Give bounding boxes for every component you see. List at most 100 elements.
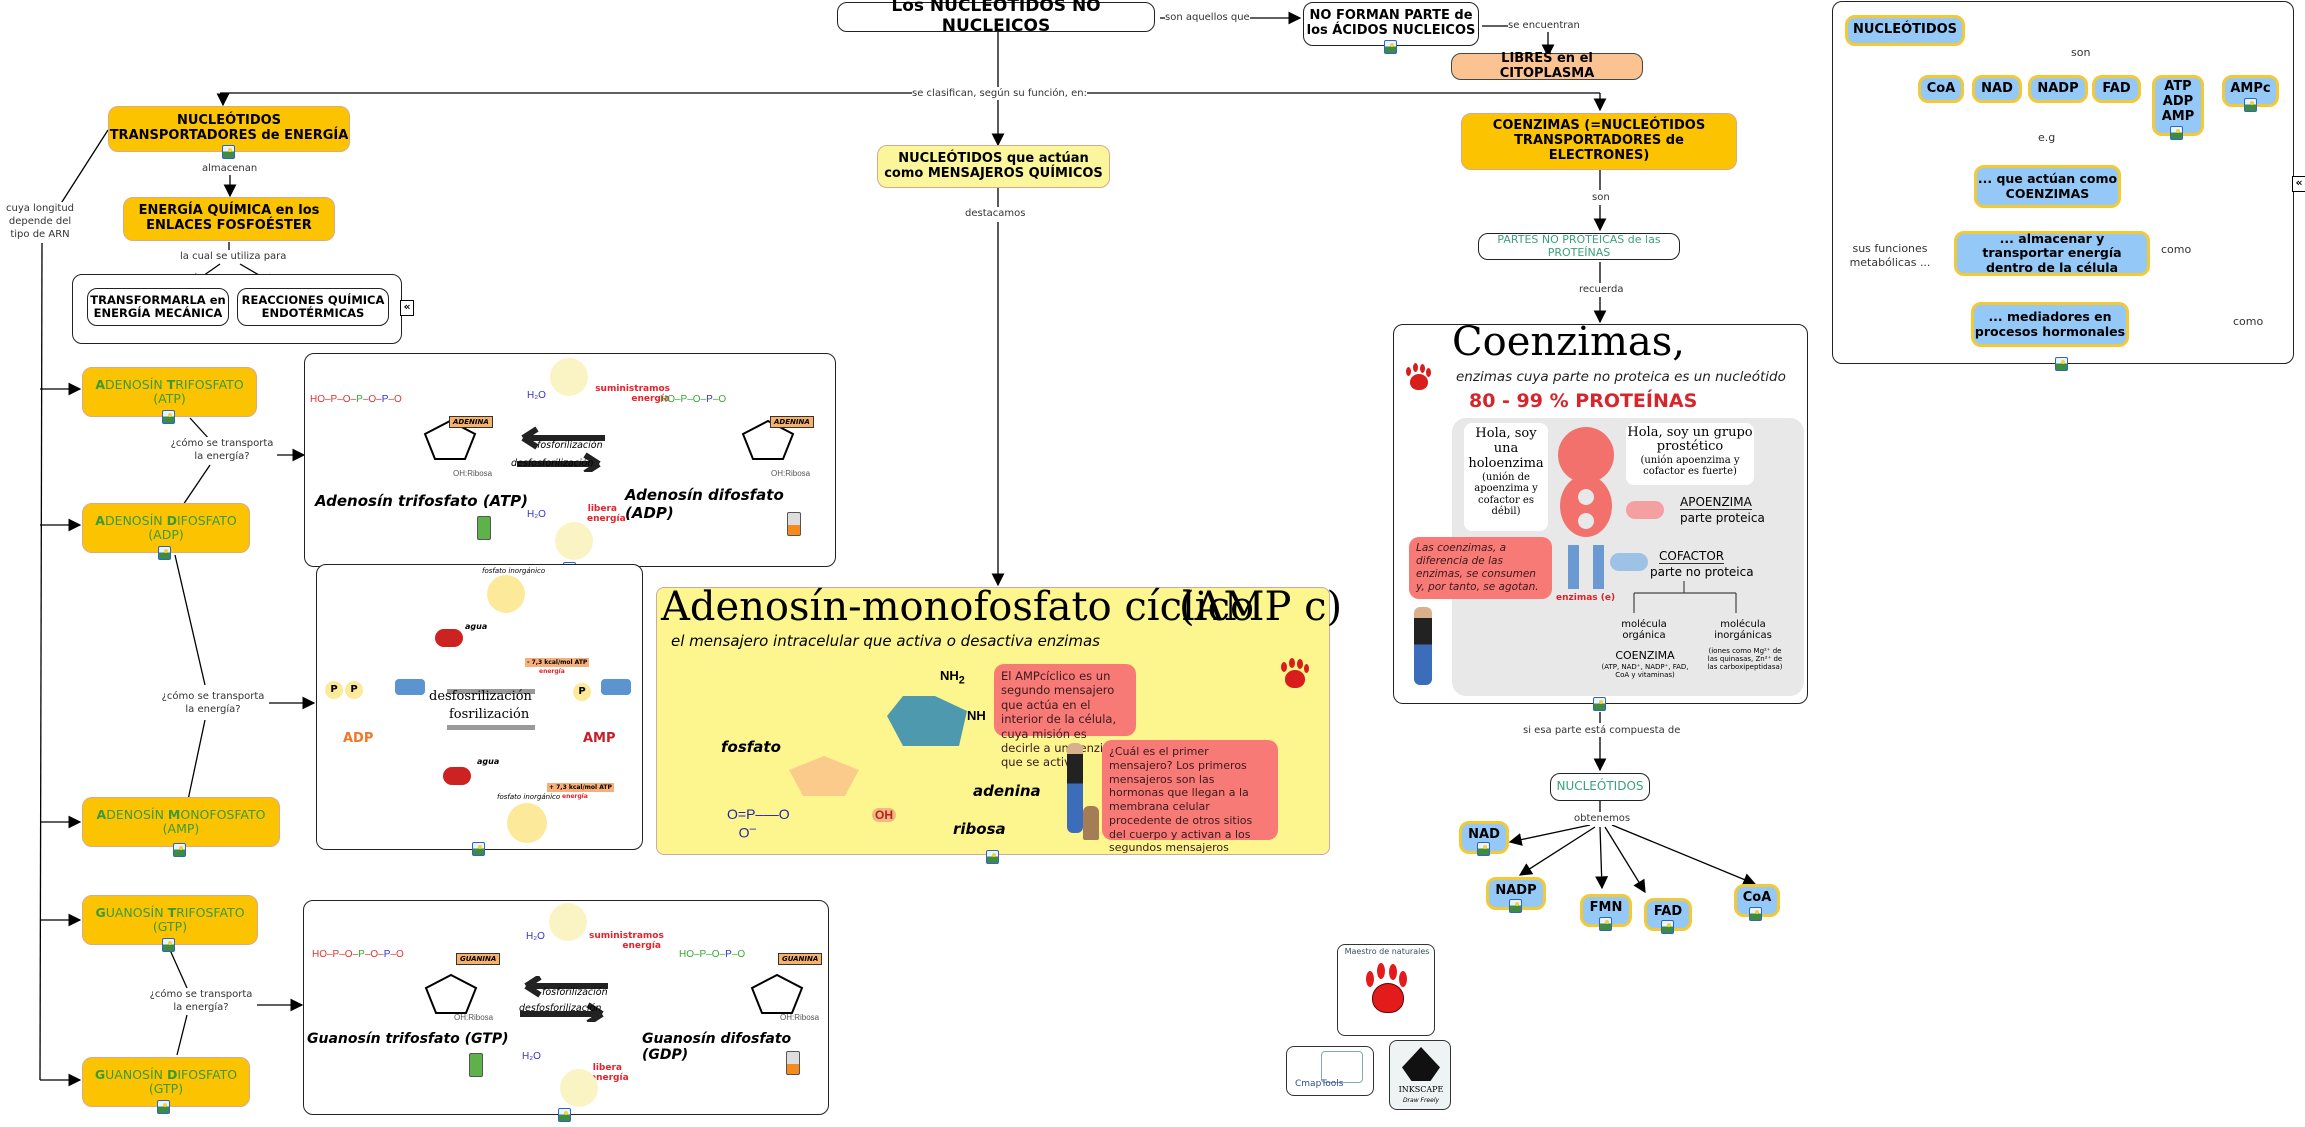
function-coenzimas[interactable]: ... que actúan como COENZIMAS [1974,165,2121,208]
result-coa[interactable]: CoA [1734,884,1780,917]
ribosa-label: ribosa [953,820,1006,838]
image-resource-icon[interactable] [157,1100,170,1114]
phosphate-circle-icon [560,1069,598,1107]
link-almacenan: almacenan [202,162,258,175]
summary-root-node[interactable]: NUCLEÓTIDOS [1845,15,1965,46]
ribose-ring-icon [750,973,804,1014]
enzyme-legs-icon [1568,545,1604,589]
cmaptools-logo: CmapTools [1286,1046,1374,1096]
image-resource-icon[interactable] [1749,907,1762,921]
partes-no-proteicas-label: PARTES NO PROTEICAS de las PROTEÍNAS [1497,232,1661,259]
water-top: H₂O [526,931,545,942]
transformarla-node[interactable]: TRANSFORMARLA en ENERGÍA MECÁNICA [87,288,229,326]
amp-node-abbr: (AMP) [162,821,200,836]
summary-coa[interactable]: CoA [1918,75,1964,103]
nucleotidos-label: NUCLEÓTIDOS [1556,779,1644,794]
libres-node[interactable]: LIBRES en el CITOPLASMA [1451,51,1643,80]
no-forman-node[interactable]: NO FORMAN PARTE de los ÁCIDOS NUCLEICOS [1303,2,1479,46]
link-son-summary: son [2071,46,2091,61]
amp-c-bubble-1: El AMPcíclico es un segundo mensajero qu… [994,664,1136,769]
coenzimas-node[interactable]: COENZIMAS (=NUCLEÓTIDOS TRANSPORTADORES … [1461,113,1737,170]
image-resource-icon[interactable] [2170,126,2183,140]
fosfato-label: fosfato [721,738,781,756]
amp-c-abbr: (AMP c) [1179,584,1343,630]
character-icon [1414,607,1432,685]
maestro-paw-icon [1406,363,1432,393]
image-resource-icon[interactable] [986,850,999,864]
image-resource-icon[interactable] [158,546,171,560]
energia-quimica-node[interactable]: ENERGÍA QUÍMICA en los ENLACES FOSFOÉSTE… [123,197,335,241]
suministramos-label: suministramos energía [595,384,670,404]
image-resource-icon[interactable] [1477,842,1490,856]
image-resource-icon[interactable] [1661,920,1674,934]
collapse-toggle[interactable]: « [400,300,414,316]
gdp-node-name: GUANOSÍN DIFOSFATO [94,1066,238,1082]
reacciones-node[interactable]: REACCIONES QUÍMICA ENDOTÉRMICAS [237,288,389,326]
image-resource-icon[interactable] [162,410,175,424]
mensajeros-node[interactable]: NUCLEÓTIDOS que actúan como MENSAJEROS Q… [877,145,1110,188]
function-almacenar[interactable]: ... almacenar y transportar energía dent… [1954,231,2150,276]
holoenzima-bubble: Hola, soy una holoenzima (unión de apoen… [1464,423,1548,531]
link-destacamos: destacamos [965,207,1026,220]
link-como-ampc: como [2233,315,2264,330]
pi-bottom-label: fosfato inorgánico [497,793,561,801]
maestro-logo: Maestro de naturales [1337,944,1435,1036]
collapse-toggle[interactable]: « [2292,176,2305,192]
link-como-transporta-1: ¿cómo se transporta la energía? [167,437,277,463]
agua-label: agua [465,622,488,631]
desfosforilacion-label: desfosforilización [511,458,594,469]
link-son-aquellos: son aquellos que [1165,11,1250,24]
coenzimas-card-title: Coenzimas, [1452,319,1686,365]
amp-c-bubble-2: ¿Cuál es el primer mensajero? Los primer… [1102,740,1278,854]
grupo-prostetico-bubble: Hola, soy un grupo prostético (unión apo… [1626,423,1754,485]
image-resource-icon[interactable] [2244,98,2257,112]
image-resource-icon[interactable] [1593,697,1606,711]
summary-fad[interactable]: FAD [2092,75,2141,103]
energia-label: energía [562,793,588,800]
link-cual-se-utiliza: la cual se utiliza para [180,250,287,263]
transportadores-node[interactable]: NUCLEÓTIDOS TRANSPORTADORES de ENERGÍA [108,106,350,152]
image-resource-icon[interactable] [558,1108,571,1122]
link-obtenemos: obtenemos [1574,812,1631,825]
image-resource-icon[interactable] [2055,357,2068,371]
atp-molecule: HO–P–O–P–O–P–O [310,394,402,405]
desfos-arrow [447,689,535,694]
image-resource-icon[interactable] [472,842,485,856]
gdp-node[interactable]: GUANOSÍN DIFOSFATO (GTP) [82,1057,250,1107]
suministramos-label: suministramos energía [589,931,664,951]
summary-nad[interactable]: NAD [1972,75,2022,103]
proteinas-percent: 80 - 99 % PROTEÍNAS [1469,390,1698,412]
agua-label: agua [477,757,500,766]
partes-no-proteicas-node[interactable]: PARTES NO PROTEICAS de las PROTEÍNAS [1478,233,1680,260]
amp-node[interactable]: ADENOSÍN MONOFOSFATO (AMP) [82,797,280,847]
function-mediadores[interactable]: ... mediadores en procesos hormonales [1971,302,2129,347]
image-resource-icon[interactable] [222,145,235,159]
apoenzima-label: APOENZIMA [1680,495,1752,510]
title-node[interactable]: Los NUCLEÓTIDOS NO NUCLEICOS [837,0,1155,36]
p-circle-icon: P [573,683,591,701]
link-como-atp: como [2161,243,2192,258]
gtp-node[interactable]: GUANOSÍN TRIFOSFATO (GTP) [82,895,258,945]
nh2-label: NH2 [940,668,965,687]
fos-label: fosrilización [449,707,530,722]
image-resource-icon[interactable] [162,938,175,952]
p-circle-icon: P [325,681,343,699]
gdp-molecule: HO–P–O–P–O [679,949,746,960]
amp-c-subtitle: el mensajero intracelular que activa o d… [671,632,1100,650]
atp-node[interactable]: ADENOSÍN TRIFOSFATO (ATP) [82,367,257,417]
amp-c-title: Adenosín-monofosfato cíclico [661,584,1255,630]
image-resource-icon[interactable] [1509,899,1522,913]
base-hexagon-icon [601,679,631,695]
enzimas-e-label: enzimas (e) [1556,593,1616,603]
image-resource-icon[interactable] [173,843,186,857]
image-resource-icon[interactable] [1384,40,1397,54]
nucleotidos-node[interactable]: NUCLEÓTIDOS [1550,773,1650,801]
summary-nadp[interactable]: NADP [2028,75,2088,103]
gtp-node-name: GUANOSÍN TRIFOSFATO [95,904,245,920]
p-circle-icon: P [345,681,363,699]
image-resource-icon[interactable] [1599,917,1612,931]
fosforilacion-label: fosforilización [542,987,608,998]
cofactor-sub: parte no proteica [1650,565,1754,579]
adp-amp-card: P P ADP agua fosfato inorgánico - 7,3 kc… [316,564,643,850]
summary-atp-adp-amp[interactable]: ATP ADP AMP [2152,75,2204,136]
